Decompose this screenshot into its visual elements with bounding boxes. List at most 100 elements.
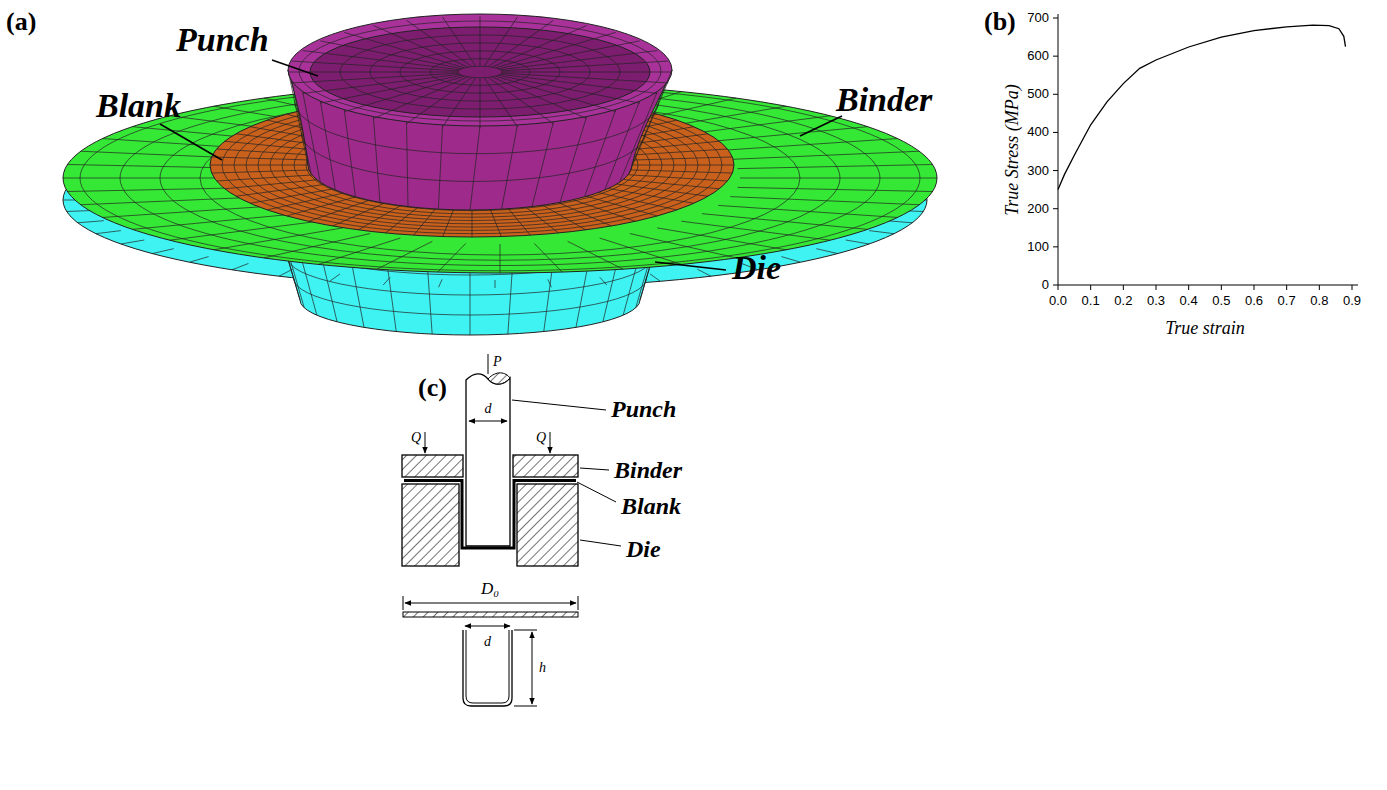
mesh-line bbox=[288, 72, 458, 73]
mesh-line bbox=[496, 76, 616, 111]
mesh-line bbox=[495, 280, 496, 288]
mesh-line bbox=[781, 257, 800, 263]
extension-line bbox=[403, 596, 404, 610]
mesh-line bbox=[320, 75, 461, 103]
mesh-line bbox=[730, 197, 919, 205]
mesh-line bbox=[301, 133, 645, 182]
mesh-line bbox=[534, 243, 562, 272]
mesh-line bbox=[132, 214, 298, 230]
mesh-line bbox=[190, 257, 209, 263]
axis-tick bbox=[1053, 246, 1058, 247]
mesh-line bbox=[698, 269, 712, 276]
mesh-line bbox=[630, 234, 737, 258]
mesh-line bbox=[702, 127, 868, 143]
mesh-line bbox=[292, 73, 459, 83]
mesh-line bbox=[484, 17, 517, 66]
part-name: Binder bbox=[614, 457, 682, 485]
axis-tick bbox=[1053, 132, 1058, 133]
mesh-line bbox=[292, 61, 459, 71]
part-name: Punch bbox=[176, 20, 269, 59]
mesh-ring bbox=[458, 66, 502, 78]
die-section bbox=[517, 484, 578, 566]
tick-label: 0.2 bbox=[1114, 294, 1132, 309]
tick-label: 0.9 bbox=[1343, 294, 1361, 309]
force-symbol: Q bbox=[536, 430, 546, 446]
mesh-line bbox=[443, 206, 456, 237]
mesh-line bbox=[443, 17, 476, 66]
leader-line bbox=[577, 482, 616, 502]
mesh-line bbox=[599, 187, 694, 203]
mesh-line bbox=[718, 205, 897, 217]
mesh-line bbox=[537, 202, 586, 230]
mesh-line bbox=[373, 117, 380, 203]
mesh-line bbox=[869, 231, 894, 234]
mesh-line bbox=[738, 164, 933, 168]
x-axis bbox=[1058, 285, 1358, 286]
mesh-line bbox=[498, 41, 639, 69]
dimension-label: h bbox=[539, 660, 546, 676]
axis-tick bbox=[1352, 285, 1353, 290]
mesh-line bbox=[502, 72, 672, 73]
mesh-line bbox=[496, 32, 616, 67]
tick-label: 100 bbox=[1027, 239, 1049, 254]
blank-section bbox=[404, 481, 576, 549]
mesh-line bbox=[605, 101, 640, 190]
mesh-line bbox=[344, 32, 464, 67]
mesh-line bbox=[730, 151, 919, 159]
mesh-line bbox=[232, 263, 248, 269]
axis-tick bbox=[1053, 56, 1058, 57]
mesh-line bbox=[470, 126, 480, 210]
mesh-line bbox=[121, 240, 144, 244]
mesh-line bbox=[303, 74, 460, 93]
mesh-line bbox=[344, 110, 355, 197]
axis-title: True strain bbox=[1165, 318, 1245, 339]
dimension-label: d bbox=[485, 401, 492, 417]
axis-tick bbox=[1156, 285, 1157, 290]
mesh-line bbox=[585, 110, 616, 197]
axis-tick bbox=[1053, 170, 1058, 171]
mesh-line bbox=[438, 243, 466, 272]
mesh-line bbox=[650, 274, 660, 281]
punch-section bbox=[466, 374, 510, 546]
mesh-line bbox=[152, 249, 173, 254]
dimension-label: d bbox=[484, 634, 491, 650]
extension-line bbox=[514, 706, 537, 707]
force-arrow bbox=[550, 432, 551, 453]
mesh-line bbox=[217, 174, 326, 181]
mesh-line bbox=[484, 78, 517, 127]
mesh-line bbox=[492, 77, 586, 119]
mesh-line bbox=[344, 76, 464, 111]
mesh-line bbox=[505, 205, 530, 235]
tick-label: 200 bbox=[1027, 201, 1049, 216]
panel-label: (c) bbox=[418, 373, 447, 403]
tick-label: 0.0 bbox=[1049, 294, 1067, 309]
tick-label: 600 bbox=[1027, 49, 1049, 64]
mesh-line bbox=[560, 117, 587, 203]
mesh-line bbox=[443, 78, 476, 127]
force-arrow bbox=[425, 432, 426, 453]
stress-strain-plot bbox=[1053, 14, 1358, 290]
mesh-line bbox=[212, 170, 323, 173]
leader-line bbox=[160, 124, 222, 160]
mesh-line bbox=[621, 170, 732, 173]
binder-section bbox=[402, 455, 463, 477]
mesh-line bbox=[718, 139, 897, 151]
fe-model bbox=[63, 14, 937, 335]
axis-tick bbox=[1286, 285, 1287, 290]
mesh-line bbox=[294, 279, 647, 315]
tick-label: 700 bbox=[1027, 11, 1049, 26]
tick-label: 0.8 bbox=[1310, 294, 1328, 309]
axis-tick bbox=[1254, 285, 1255, 290]
axis-tick bbox=[1221, 285, 1222, 290]
die-section bbox=[402, 484, 459, 566]
mesh-line bbox=[614, 179, 720, 189]
mesh-line bbox=[330, 274, 340, 281]
mesh-line bbox=[621, 157, 732, 160]
mesh-line bbox=[170, 221, 319, 240]
panel-label: (b) bbox=[984, 7, 1016, 37]
tick-label: 500 bbox=[1027, 87, 1049, 102]
mesh-line bbox=[489, 206, 502, 237]
dimension-line bbox=[469, 421, 507, 422]
